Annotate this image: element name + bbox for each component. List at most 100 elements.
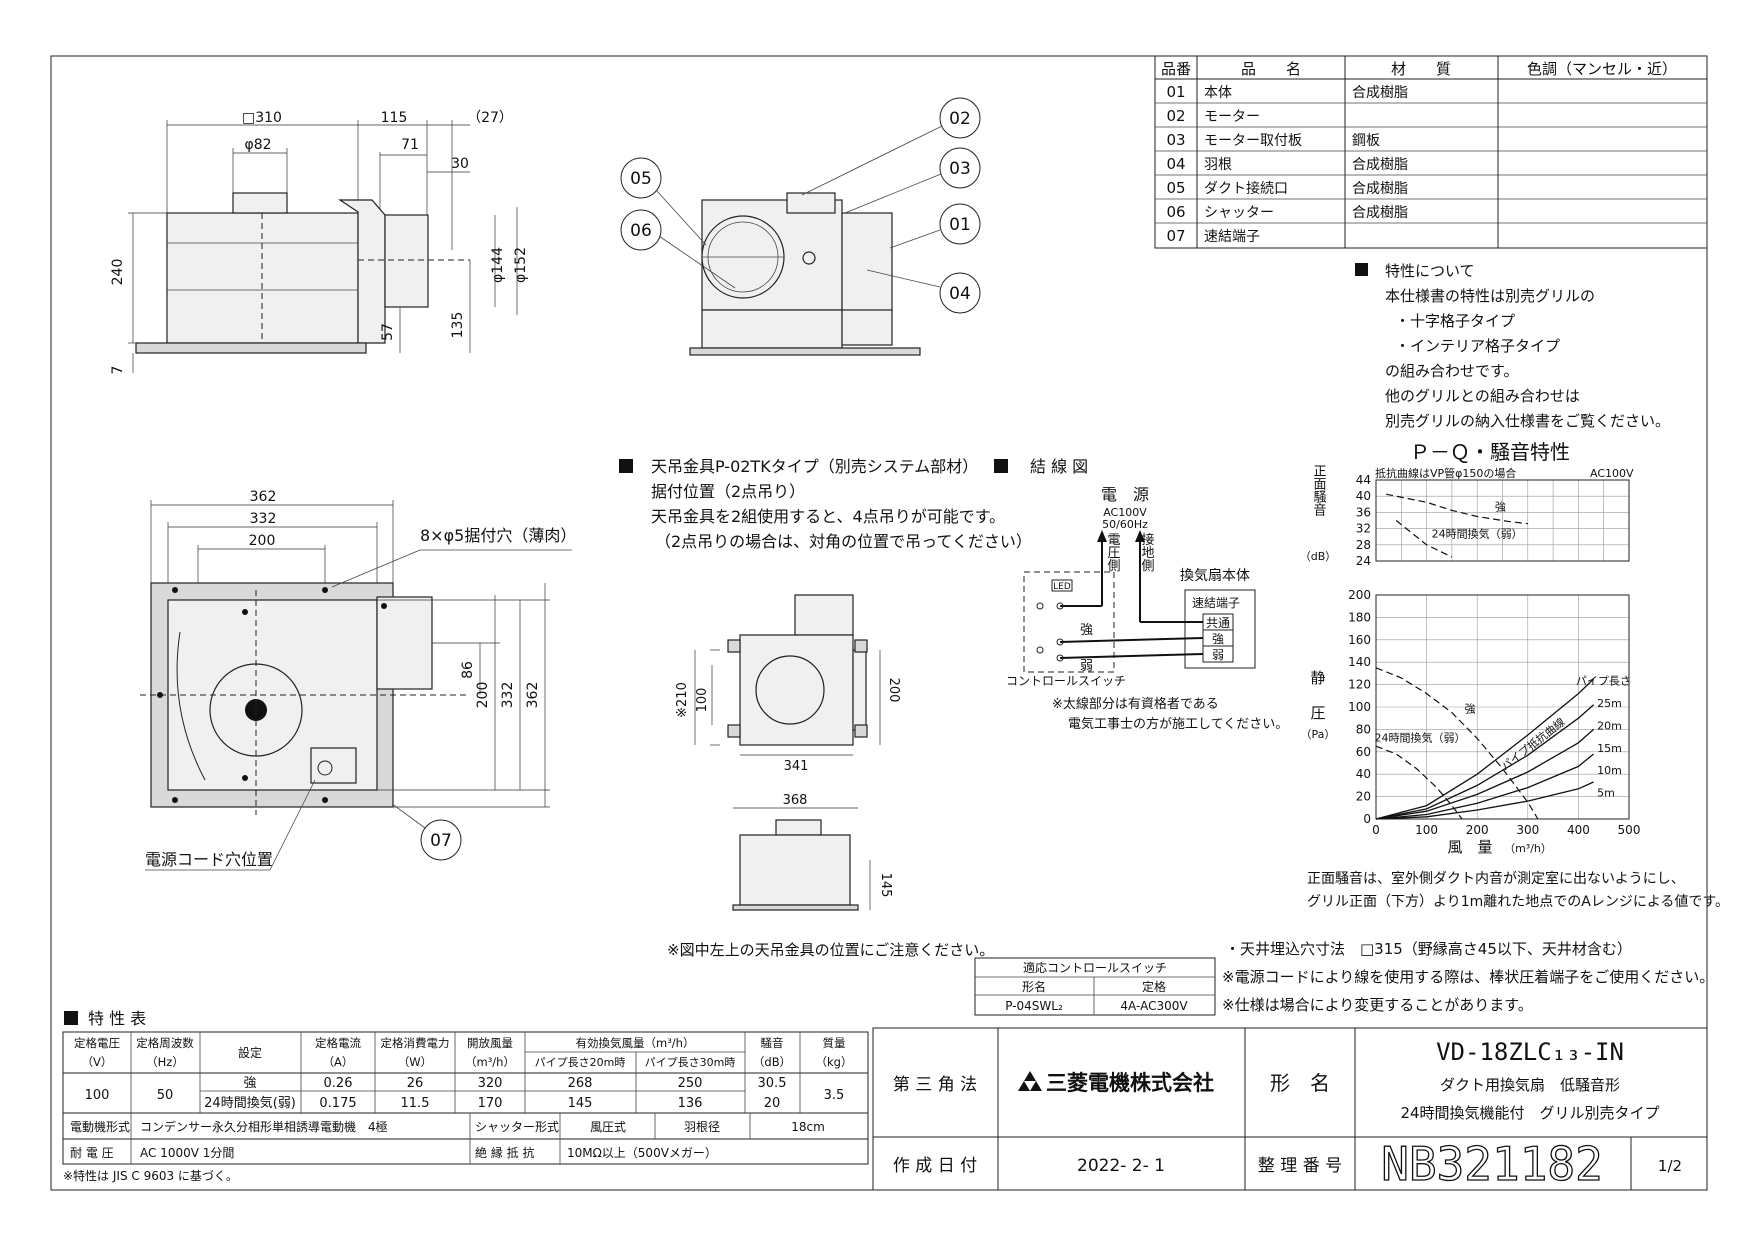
x-tick-label: 200 [1466,823,1489,837]
dim-30: 30 [451,156,469,172]
noise-chart-yunit: （dB） [1300,550,1337,563]
dim-phi144: φ144 [490,247,506,283]
spec-bullet-icon [64,1011,78,1025]
spec-cell-eff30: 250 [678,1076,703,1091]
char-l3: ・インテリア格子タイプ [1395,337,1560,355]
svg-text:02: 02 [949,109,971,129]
wiring-weak: 弱 [1212,648,1224,662]
hanger-bullet-icon [619,459,633,473]
page-number: 1/2 [1658,1157,1682,1175]
callout-05: 05 [620,157,707,246]
duct-connector-side [384,214,429,308]
duct-connector-bottom [376,596,433,690]
spec-h-voltage-u: （V） [82,1055,113,1069]
series-line [1375,728,1595,820]
svg-text:07: 07 [430,831,452,851]
spec-h-open: 開放風量 [467,1036,513,1050]
spec-withstand-label: 耐 電 圧 [70,1146,114,1160]
wiring-ac: AC100V [1103,506,1147,519]
x-tick-label: 300 [1516,823,1539,837]
spec-h-mass-u: （kg） [816,1055,853,1069]
motor-cap-side [232,192,288,214]
y-tick-label: 160 [1348,633,1371,647]
bottom-view-drawing: 362 332 200 86 200 332 362 [140,489,550,815]
spec-cell-setting: 24時間換気(弱) [204,1095,296,1111]
wiring-note2: 電気工事士の方が施工してください。 [1068,716,1288,732]
y-tick-label: 60 [1356,745,1371,759]
doc-number: NB321182 [1381,1137,1603,1191]
svg-text:05: 05 [630,169,652,189]
wiring-switch-weak: 弱 [1080,659,1093,674]
dim-7: 7 [110,366,126,375]
side-view-drawing: □310 115 （27） φ82 71 30 240 7 φ144 φ152 [110,110,529,374]
dim-341: 341 [784,759,809,774]
callout-06: 06 [620,209,736,289]
series-line [1385,493,1528,525]
wiring-note1: ※太線部分は有資格者である [1052,696,1219,712]
spec-cell-power: 26 [407,1076,424,1091]
series-line [1375,678,1595,820]
parts-no: 06 [1166,203,1185,221]
spec-table: 定格電圧 （V） 定格周波数 （Hz） 設定 定格電流 （A） 定格消費電力 （… [62,1031,869,1165]
wiring-title: 結 線 図 [1030,457,1088,476]
parts-material: 合成樹脂 [1352,205,1408,221]
hanger-line3: （2点吊りの場合は、対角の位置で吊ってください） [655,532,1032,551]
y-tick-label: 28 [1356,538,1371,552]
parts-name: シャッター [1204,205,1274,221]
noise-chart-supply: AC100V [1590,467,1634,480]
spec-h-noise-u: （dB） [753,1055,791,1069]
parts-material: 合成樹脂 [1352,157,1408,173]
spec-cell-eff20: 268 [568,1076,593,1091]
spec-h-voltage: 定格電圧 [74,1036,120,1050]
y-tick-label: 20 [1356,790,1371,804]
spec-cell-eff20: 145 [568,1096,593,1111]
dim-200v: 200 [475,682,491,709]
y-tick-label: 100 [1348,700,1371,714]
install-note-1: ・天井埋込穴寸法 □315（野縁高さ45以下、天井材含む） [1225,940,1632,958]
parts-no: 07 [1166,227,1185,245]
x-tick-label: 400 [1567,823,1590,837]
series-line [1375,753,1595,820]
pq-chart-ylabel-2: 圧 [1310,704,1325,722]
parts-header-color: 色調（マンセル・近） [1527,60,1677,78]
series-line [1395,520,1453,558]
dim-210: ※210 [675,682,690,718]
hanger-top-view: ※210 100 200 341 [675,594,901,774]
y-tick-label: 80 [1356,722,1371,736]
model-number: VD-18ZLC₁₃-IN [1436,1038,1624,1066]
spec-h-current-u: （A） [323,1055,354,1069]
spec-h-setting: 設定 [238,1045,262,1060]
y-tick-label: 180 [1348,610,1371,624]
install-note-3: ※仕様は場合により変更することがあります。 [1222,996,1533,1014]
spec-insulation-label: 絶 縁 抵 抗 [475,1145,534,1160]
callout-01: 01 [889,203,981,249]
spec-cell-noise: 20 [764,1096,781,1111]
series-line [1375,745,1463,820]
title-block: 第 三 角 法 三菱電機株式会社 形 名 VD-18ZLC₁₃-IN ダクト用換… [872,1027,1708,1192]
dim-135: 135 [450,312,466,339]
y-tick-label: 36 [1356,505,1371,519]
spec-h-mass: 質量 [823,1036,846,1050]
series-line [1375,667,1539,820]
chart-frame [1375,594,1630,820]
series-line [1375,704,1595,820]
dim-phi152: φ152 [513,247,529,283]
noise-note-l1: 正面騒音は、室外側ダクト内音が測定室に出ないようにし、 [1307,870,1685,887]
dim-362v: 362 [525,682,541,709]
wiring-hz: 50/60Hz [1102,518,1148,531]
y-tick-label: 44 [1356,473,1371,487]
series-line [1375,781,1594,820]
flange-side [135,342,367,354]
hanger-note: ※図中左上の天吊金具の位置にご注意ください。 [667,941,994,959]
spec-cell-noise: 30.5 [758,1076,787,1091]
noise-chart-ylabel: 正面騒音 [1311,464,1327,516]
date-value: 2022- 2- 1 [1077,1156,1165,1176]
y-tick-label: 40 [1356,489,1371,503]
hanger-title: 天吊金具P-02TKタイプ（別売システム部材） [651,457,978,476]
spec-blade-label: 羽根径 [684,1120,720,1134]
parts-name: モーター [1204,109,1260,125]
